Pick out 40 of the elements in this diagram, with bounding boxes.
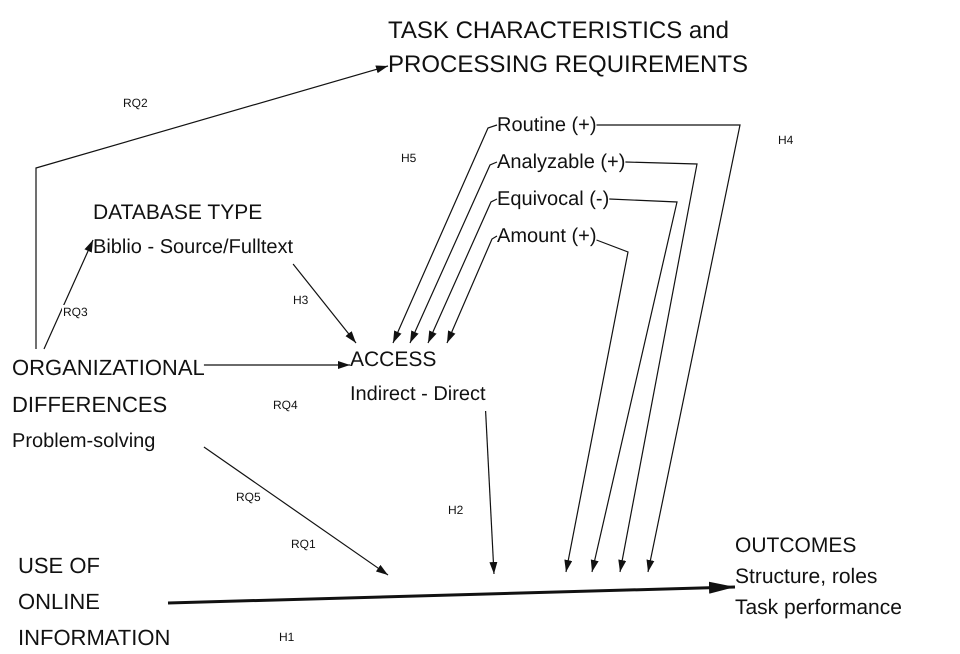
- edge-label: RQ3: [62, 305, 89, 319]
- concept-detail: Task performance: [735, 595, 902, 621]
- concept-heading: ACCESS: [350, 347, 438, 373]
- arrow: [35, 65, 388, 349]
- edge-label: RQ4: [272, 398, 299, 412]
- arrow: [446, 235, 498, 344]
- arrow: [409, 161, 498, 344]
- factor-label: Routine (+): [497, 108, 596, 142]
- concept-heading: ORGANIZATIONAL DIFFERENCES: [12, 354, 204, 419]
- edge-label: H3: [292, 293, 310, 307]
- concept-label: TASK CHARACTERISTICS and PROCESSING REQUIREMENTS: [388, 14, 763, 82]
- arrow: [596, 124, 741, 572]
- arrow: [618, 161, 698, 572]
- arrow: [168, 582, 736, 604]
- arrow: [43, 240, 94, 350]
- arrow: [590, 198, 678, 572]
- factor-label: Analyzable (+): [497, 145, 626, 179]
- arrow: [485, 410, 498, 574]
- edge-label: H1: [278, 630, 296, 644]
- concept-heading: OUTCOMES: [735, 533, 858, 559]
- arrow: [204, 361, 350, 369]
- edge-label: RQ2: [122, 96, 149, 110]
- hypothesis-label: RQ1: [290, 537, 317, 551]
- hypothesis-label: H5: [400, 151, 418, 165]
- concept-detail: Problem-solving: [12, 429, 156, 454]
- arrow: [564, 239, 629, 572]
- arrow: [427, 198, 498, 344]
- factor-label: Equivocal (-): [497, 182, 610, 216]
- concept-detail: Structure, roles: [735, 564, 878, 590]
- factor-label: Amount (+): [497, 219, 596, 253]
- concept-detail: Indirect - Direct: [350, 382, 486, 407]
- arrow: [292, 264, 356, 344]
- hypothesis-label: RQ5: [235, 490, 262, 504]
- hypothesis-label: H4: [777, 133, 794, 147]
- concept-detail: Biblio - Source/Fulltext: [93, 235, 294, 260]
- arrow: [204, 446, 388, 576]
- concept-heading: DATABASE TYPE: [93, 200, 264, 226]
- edge-label: H2: [447, 503, 464, 517]
- arrow: [392, 124, 498, 344]
- concept-label: USE OF ONLINE INFORMATION: [18, 548, 168, 654]
